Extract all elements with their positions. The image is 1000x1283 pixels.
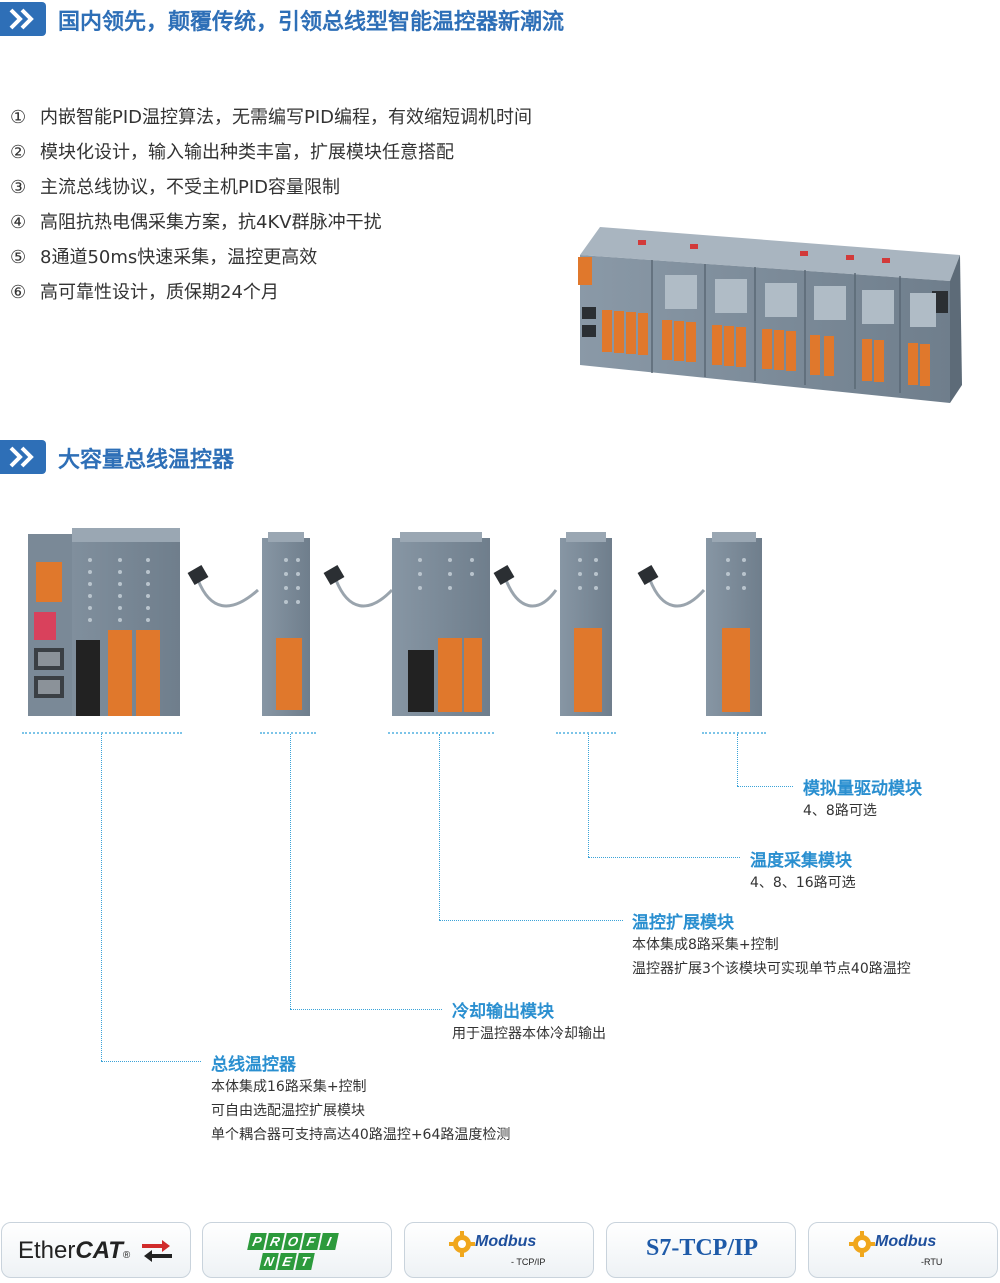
- feature-number: ③: [10, 177, 27, 198]
- feature-item: ④ 高阻抗热电偶采集方案，抗4KV群脉冲干扰: [10, 208, 382, 234]
- module-description-line: 4、8、16路可选: [750, 875, 856, 891]
- feature-text: 主流总线协议，不受主机PID容量限制: [40, 177, 341, 198]
- feature-number: ②: [10, 142, 27, 163]
- ethercat-logo: EtherCAT®: [1, 1222, 191, 1278]
- ethercat-text-part2: CAT: [75, 1237, 123, 1264]
- divider: [260, 732, 316, 734]
- divider: [22, 732, 182, 734]
- feature-item: ② 模块化设计，输入输出种类丰富，扩展模块任意搭配: [10, 138, 454, 164]
- modbus-rtu-name: Modbus: [875, 1233, 937, 1250]
- section-title: 国内领先，颠覆传统，引领总线型智能温控器新潮流: [58, 9, 565, 35]
- profinet-letter-tile: O: [283, 1233, 303, 1250]
- feature-item: ③ 主流总线协议，不受主机PID容量限制: [10, 173, 340, 199]
- chevron-right-icon: [0, 2, 46, 36]
- connector-line: [737, 734, 738, 786]
- profinet-letter-tile: P: [247, 1233, 267, 1250]
- connector-line: [101, 1061, 201, 1062]
- section-header-2: 大容量总线温控器: [0, 440, 1000, 476]
- profinet-letter-tile: I: [319, 1233, 339, 1250]
- modbus-gear-icon: [449, 1231, 475, 1257]
- module-description-line: 可自由选配温控扩展模块: [211, 1103, 365, 1119]
- module-title: 模拟量驱动模块: [803, 779, 922, 799]
- divider: [556, 732, 616, 734]
- profinet-letter-tile: E: [277, 1253, 297, 1270]
- modbus-rtu-logo: Modbus -RTU: [808, 1222, 998, 1278]
- s7-text: S7-TCP/IP: [645, 1235, 758, 1261]
- modbus-tcp-logo: Modbus - TCP/IP: [404, 1222, 594, 1278]
- s7-tcpip-logo: S7-TCP/IP: [606, 1222, 796, 1278]
- module-description-line: 本体集成16路采集+控制: [211, 1079, 367, 1095]
- module-title: 冷却输出模块: [452, 1002, 554, 1022]
- connector-line: [737, 786, 793, 787]
- feature-number: ⑥: [10, 282, 27, 303]
- feature-item: ⑥ 高可靠性设计，质保期24个月: [10, 278, 279, 304]
- chevron-right-icon: [0, 440, 46, 474]
- connector-line: [290, 1009, 442, 1010]
- module-description-line: 用于温控器本体冷却输出: [452, 1026, 606, 1042]
- profinet-letter-tile: F: [301, 1233, 321, 1250]
- module-description-line: 4、8路可选: [803, 803, 877, 819]
- feature-text: 模块化设计，输入输出种类丰富，扩展模块任意搭配: [40, 142, 454, 163]
- section-header-1: 国内领先，颠覆传统，引领总线型智能温控器新潮流: [0, 2, 1000, 38]
- feature-number: ④: [10, 212, 27, 233]
- connector-line: [290, 734, 291, 1009]
- temp-acquisition-module: [560, 532, 612, 716]
- ethercat-text-part1: Ether: [18, 1237, 76, 1264]
- feature-text: 内嵌智能PID温控算法，无需编写PID编程，有效缩短调机时间: [40, 107, 533, 128]
- section-title: 大容量总线温控器: [58, 447, 235, 473]
- modbus-gear-icon: [849, 1231, 875, 1257]
- profinet-letter-tile: N: [259, 1253, 279, 1270]
- feature-text: 高可靠性设计，质保期24个月: [40, 282, 279, 303]
- module-title: 总线温控器: [211, 1055, 296, 1075]
- feature-item: ⑤ 8通道50ms快速采集，温控更高效: [10, 243, 317, 269]
- module-title: 温控扩展模块: [632, 913, 734, 933]
- analog-drive-module: [706, 532, 762, 716]
- feature-number: ①: [10, 107, 27, 128]
- feature-text: 高阻抗热电偶采集方案，抗4KV群脉冲干扰: [40, 212, 382, 233]
- module-description-line: 单个耦合器可支持高达40路温控+64路温度检测: [211, 1127, 511, 1143]
- module-description-line: 温控器扩展3个该模块可实现单节点40路温控: [632, 961, 911, 977]
- feature-text: 8通道50ms快速采集，温控更高效: [40, 247, 318, 268]
- bus-controller-module: [28, 528, 180, 716]
- modbus-rtu-sub: -RTU: [921, 1257, 943, 1267]
- module-title: 温度采集模块: [750, 851, 852, 871]
- registered-mark: ®: [122, 1250, 131, 1261]
- profinet-letter-tile: R: [265, 1233, 285, 1250]
- module-description-line: 本体集成8路采集+控制: [632, 937, 779, 953]
- cooling-output-module: [262, 532, 310, 716]
- divider: [388, 732, 494, 734]
- connector-line: [588, 734, 589, 857]
- connector-line: [439, 920, 623, 921]
- feature-number: ⑤: [10, 247, 27, 268]
- connector-line: [588, 857, 740, 858]
- connector-line: [101, 734, 102, 1061]
- device-assembly-image: [578, 227, 962, 403]
- modbus-tcp-name: Modbus: [475, 1233, 537, 1250]
- temp-control-expansion-module: [392, 532, 490, 716]
- divider: [702, 732, 766, 734]
- feature-item: ① 内嵌智能PID温控算法，无需编写PID编程，有效缩短调机时间: [10, 103, 532, 129]
- module-lineup-image: [28, 528, 762, 716]
- arrows-icon: [142, 1240, 172, 1262]
- modbus-tcp-sub: - TCP/IP: [511, 1257, 546, 1267]
- profinet-letter-tile: T: [295, 1253, 315, 1270]
- connector-line: [439, 734, 440, 920]
